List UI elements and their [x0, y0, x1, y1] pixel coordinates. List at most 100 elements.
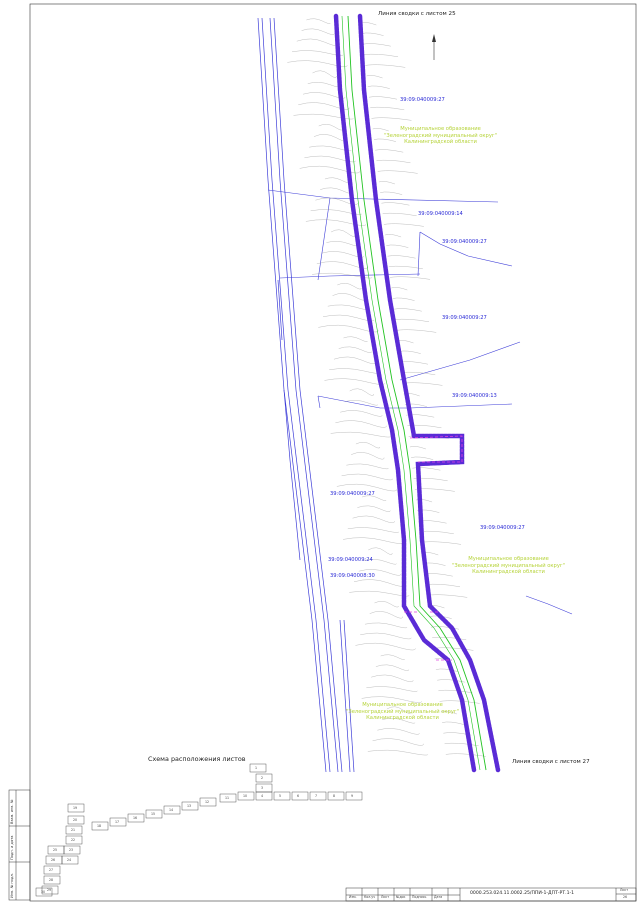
contour — [425, 583, 461, 587]
contour — [362, 495, 387, 501]
municipal-label: Муниципальное образование "Зеленоградски… — [384, 126, 498, 145]
contour — [330, 431, 391, 438]
scheme-cell — [327, 791, 345, 801]
scheme-cell — [67, 803, 85, 813]
sheet-number: 26 — [623, 895, 628, 899]
scheme-cell-number: 15 — [151, 811, 156, 816]
scheme-cell-number: 19 — [73, 805, 78, 810]
scheme-cell — [199, 797, 217, 807]
contour — [444, 742, 479, 746]
scheme-cell — [255, 791, 273, 801]
contour — [424, 573, 453, 577]
contour — [445, 753, 486, 757]
side-stamp — [8, 789, 31, 901]
scheme-cell-number: 11 — [225, 795, 230, 800]
scheme-cell — [145, 809, 163, 819]
scheme-cell-number: 12 — [205, 799, 210, 804]
boundary-markers — [404, 435, 463, 661]
contour — [355, 642, 416, 651]
header-cell: Изм. — [349, 895, 357, 899]
cadastral-label: 39:09:040009:27 — [442, 239, 487, 245]
contour — [355, 442, 381, 449]
contour — [380, 191, 403, 195]
contour — [390, 276, 431, 280]
cadastral-label: 39:09:040009:27 — [480, 525, 525, 531]
contour — [396, 329, 437, 333]
contour — [399, 361, 429, 365]
contour — [336, 483, 398, 492]
contour — [321, 251, 364, 258]
scheme-cell-number: 2 — [261, 775, 264, 780]
contour — [371, 674, 414, 682]
contour — [366, 686, 418, 692]
contour — [335, 420, 387, 428]
contour — [388, 265, 423, 269]
scheme-cell — [163, 805, 181, 815]
scheme-cell-number: 23 — [69, 847, 74, 852]
scheme-cell-number: 16 — [133, 815, 138, 820]
contour — [376, 159, 411, 163]
contour — [377, 170, 418, 174]
contour — [360, 22, 377, 26]
contour — [412, 467, 441, 471]
contour — [324, 177, 350, 183]
scheme-cell — [65, 835, 83, 845]
contour — [387, 255, 416, 259]
scheme-title: Схема расположения листов — [148, 755, 246, 763]
scheme-cell — [255, 773, 273, 783]
contour — [419, 530, 454, 534]
contour — [377, 728, 420, 735]
contour — [332, 293, 366, 301]
contour — [287, 60, 348, 67]
contour — [430, 626, 459, 630]
contour — [340, 410, 383, 417]
contour — [343, 537, 404, 544]
contour — [292, 50, 344, 56]
contour — [380, 654, 405, 660]
contour — [409, 446, 426, 450]
contour — [320, 187, 354, 194]
contour — [442, 721, 465, 725]
centerline-edge — [341, 15, 481, 771]
contour — [331, 229, 356, 237]
cadastral-label: 39:09:040009:27 — [400, 97, 445, 103]
scheme-cell-number: 29 — [47, 887, 52, 892]
contour — [368, 547, 393, 555]
match-line-top: Линия сводки с листом 25 — [378, 11, 456, 17]
contour — [375, 149, 404, 153]
contour — [306, 18, 331, 24]
sheet-frame — [29, 3, 637, 902]
sheet-label: Лист — [620, 888, 629, 892]
contour — [367, 85, 390, 89]
contour — [437, 679, 466, 683]
header-cell: Лист — [381, 895, 390, 899]
scheme-cell — [35, 887, 53, 897]
scheme-cell-number: 8 — [333, 793, 336, 798]
contour — [373, 138, 397, 142]
contour — [365, 64, 406, 68]
scheme-cell — [109, 817, 127, 827]
contour — [344, 400, 379, 406]
contour — [435, 668, 458, 672]
scheme-cell-number: 20 — [73, 817, 78, 822]
contour — [382, 212, 417, 216]
contour — [338, 346, 372, 353]
contour — [382, 718, 416, 724]
contour — [326, 241, 360, 247]
contour — [318, 124, 343, 131]
cadastral-label: 39:09:040009:24 — [328, 557, 373, 563]
contour — [322, 314, 375, 322]
cadastral-label: 39:09:040009:14 — [418, 211, 463, 217]
contour — [368, 96, 398, 100]
contour — [329, 368, 381, 374]
scheme-cell — [127, 813, 145, 823]
contour — [378, 181, 395, 185]
document-code: 0000.253.024.11.0002.25/ППИ-1-ДПТ-РТ.1-1 — [470, 891, 575, 896]
contour — [309, 145, 352, 152]
contour — [349, 388, 374, 396]
scheme-cell — [273, 791, 291, 801]
contour — [369, 611, 403, 619]
scheme-cell-number: 7 — [315, 793, 318, 798]
contour — [381, 202, 410, 206]
